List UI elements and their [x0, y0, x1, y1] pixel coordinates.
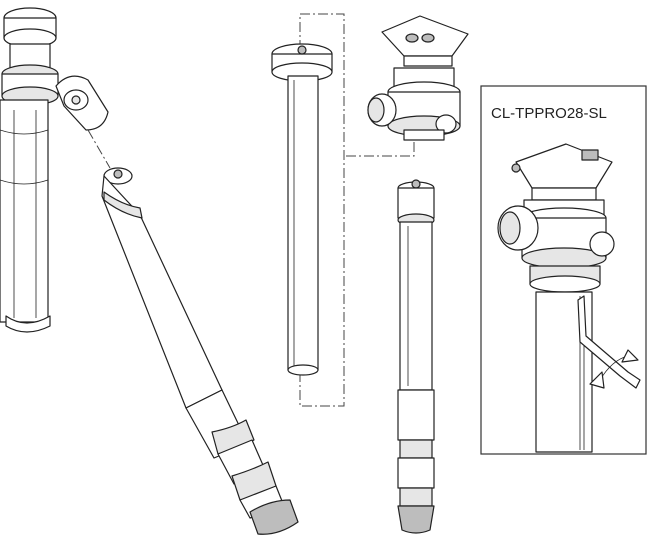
tripod-leg	[101, 167, 299, 535]
tripod-body	[0, 7, 109, 333]
column-alignment-line	[299, 13, 345, 407]
inset-head-illustration	[497, 143, 641, 453]
center-column	[271, 43, 333, 376]
center-leg	[397, 179, 435, 534]
head-alignment-line	[344, 142, 415, 157]
leg-alignment-line	[87, 129, 111, 169]
ball-head	[367, 15, 469, 141]
model-label: CL-TPPRO28-SL	[491, 105, 607, 122]
